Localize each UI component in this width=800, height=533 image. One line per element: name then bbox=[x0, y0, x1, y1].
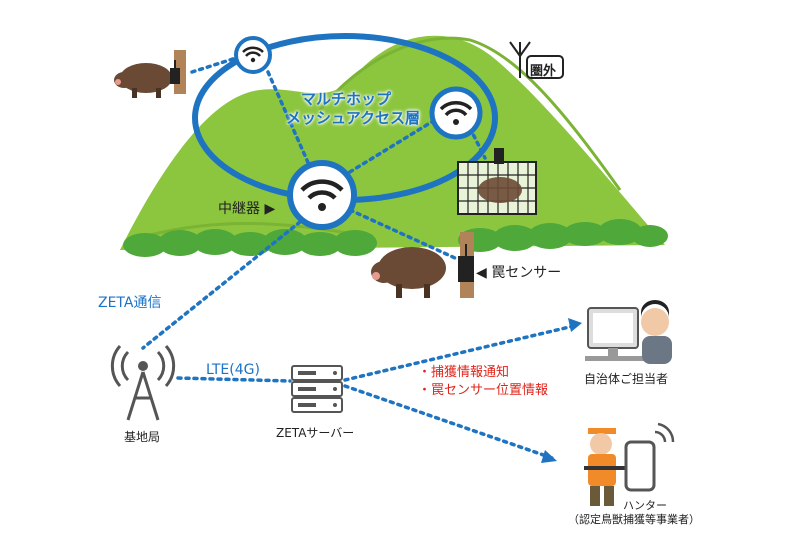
boar-icon-top-left bbox=[114, 63, 172, 98]
bushes bbox=[123, 219, 668, 257]
mesh-label-line1: マルチホップ bbox=[300, 90, 391, 108]
antenna-icon bbox=[509, 41, 531, 78]
cage-trap-icon bbox=[457, 148, 537, 215]
base-station-label: 基地局 bbox=[124, 430, 161, 444]
relay-label: 中継器 ▶ bbox=[218, 201, 276, 217]
arrow-to-gov bbox=[568, 318, 582, 332]
server-icon bbox=[291, 365, 343, 413]
smartphone-icon bbox=[624, 422, 675, 492]
boar-icon-bottom bbox=[371, 247, 446, 298]
trap-sensor-icon bbox=[458, 232, 474, 298]
gov-staff-label: 自治体ご担当者 bbox=[584, 372, 669, 386]
notify-line2: ・罠センサー位置情報 bbox=[418, 383, 549, 398]
hunter-sub-label: （認定鳥獣捕獲等事業者） bbox=[568, 513, 700, 526]
sensor-post-icon-top bbox=[170, 50, 186, 94]
out-of-range-box bbox=[526, 55, 564, 79]
government-staff-icon bbox=[585, 300, 672, 364]
arrow-to-hunter bbox=[541, 450, 557, 463]
server-label: ZETAサーバー bbox=[276, 426, 355, 440]
mesh-label-line2: メッシュアクセス層 bbox=[286, 109, 420, 127]
out-of-range-label: 圏外 bbox=[530, 64, 557, 79]
trap-sensor-label: ◀ 罠センサー bbox=[476, 265, 562, 281]
notification-info: ・捕獲情報通知 ・罠センサー位置情報 bbox=[418, 364, 548, 400]
wifi-node-relay-icon bbox=[287, 160, 357, 230]
wifi-node-small-icon bbox=[234, 36, 272, 74]
wifi-node-medium-icon bbox=[429, 86, 483, 140]
hunter-icon bbox=[584, 428, 628, 506]
dotted-links bbox=[141, 56, 580, 460]
zeta-comm-label: ZETA通信 bbox=[98, 295, 162, 311]
mesh-layer-label: マルチホップ メッシュアクセス層 bbox=[286, 90, 420, 128]
lte-label: LTE(4G) bbox=[206, 362, 260, 378]
base-station-icon bbox=[110, 345, 176, 421]
hunter-label: ハンター bbox=[623, 499, 667, 512]
notify-line1: ・捕獲情報通知 bbox=[418, 365, 510, 380]
